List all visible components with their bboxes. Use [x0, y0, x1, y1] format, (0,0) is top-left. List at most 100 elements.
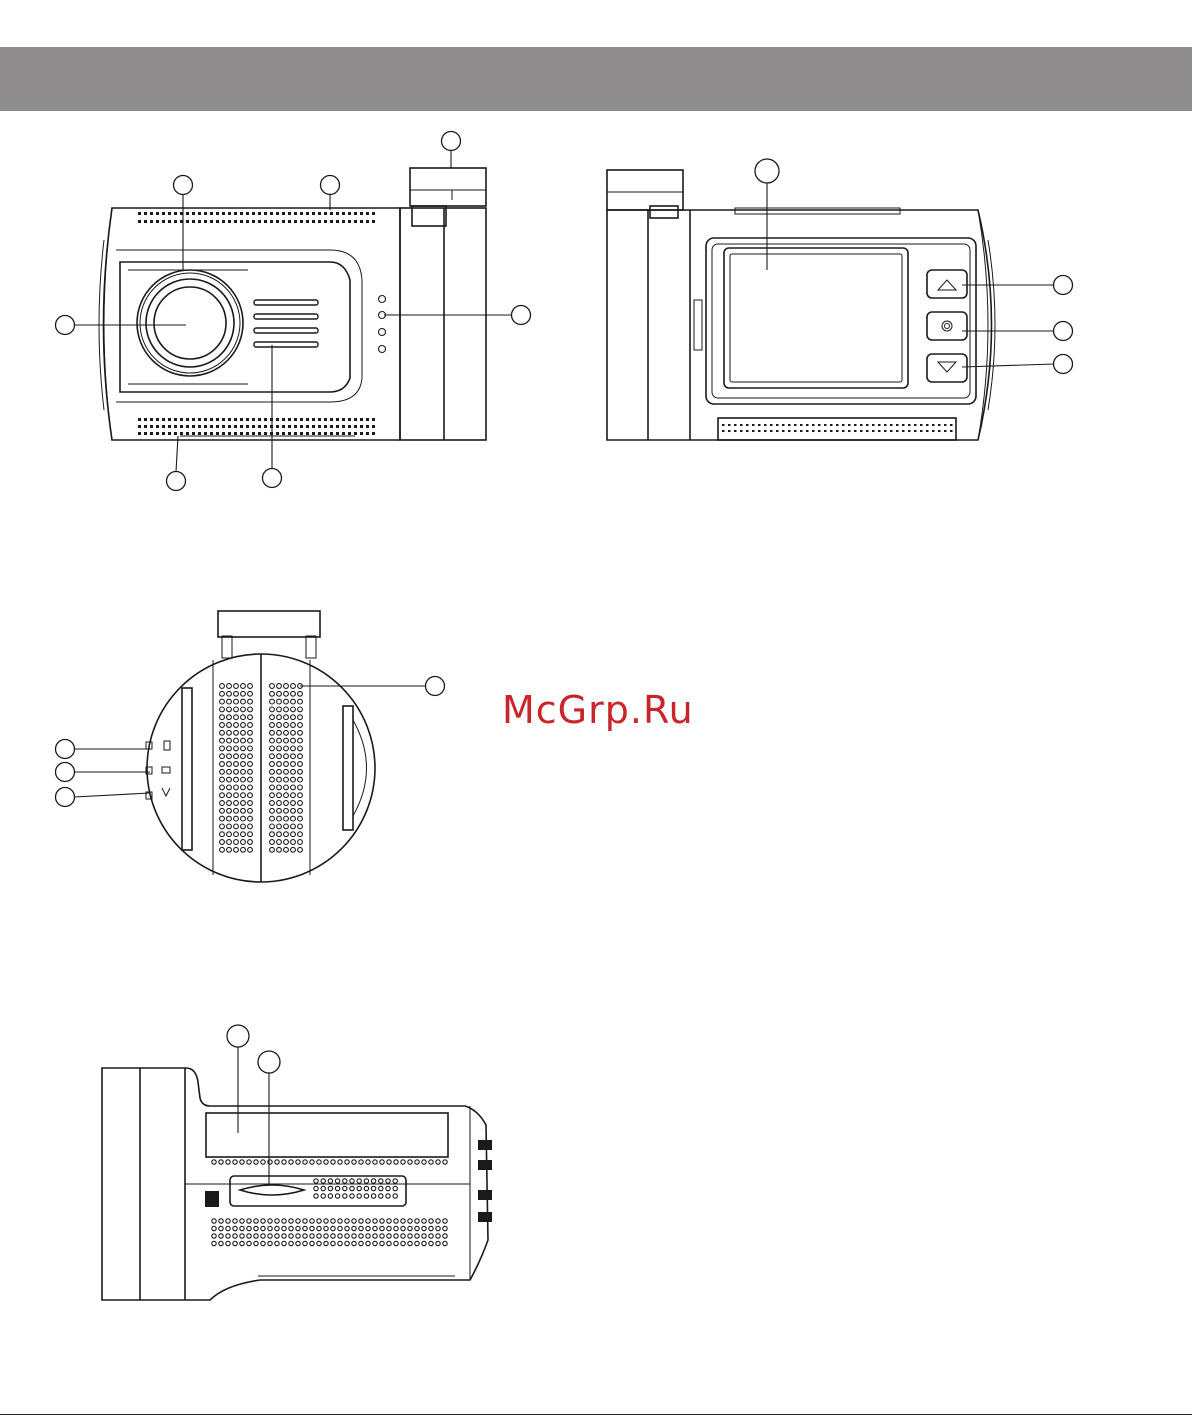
vent-hole: [364, 1179, 368, 1183]
vent-hole: [422, 1234, 426, 1238]
vent-hole: [345, 1241, 349, 1245]
vent-hole: [429, 1226, 433, 1230]
vent-hole: [310, 1219, 314, 1223]
vent-hole: [233, 1241, 237, 1245]
vent-hole: [233, 1160, 237, 1164]
vent-hole: [268, 1241, 272, 1245]
vent-hole: [303, 1160, 307, 1164]
vent-hole: [317, 1226, 321, 1230]
vent-hole: [345, 1160, 349, 1164]
vent-hole: [324, 1241, 328, 1245]
vent-hole: [338, 1219, 342, 1223]
vent-hole: [254, 1234, 258, 1238]
vent-hole: [247, 1226, 251, 1230]
vent-hole: [371, 1186, 375, 1190]
vent-hole: [357, 1179, 361, 1183]
vent-hole: [296, 1226, 300, 1230]
vent-hole: [350, 1194, 354, 1198]
vent-hole: [380, 1160, 384, 1164]
bottom-callouts: [227, 1025, 280, 1073]
vent-hole: [328, 1186, 332, 1190]
vent-hole: [275, 1241, 279, 1245]
vent-hole: [321, 1194, 325, 1198]
vent-hole: [436, 1241, 440, 1245]
vent-hole: [296, 1219, 300, 1223]
vent-hole: [343, 1179, 347, 1183]
vent-hole: [328, 1179, 332, 1183]
vent-hole: [357, 1186, 361, 1190]
vent-hole: [408, 1234, 412, 1238]
bottom-body: [102, 1068, 492, 1300]
vent-hole: [275, 1160, 279, 1164]
vent-hole: [233, 1219, 237, 1223]
vent-hole: [387, 1241, 391, 1245]
vent-hole: [219, 1234, 223, 1238]
vent-hole: [338, 1234, 342, 1238]
vent-hole: [254, 1226, 258, 1230]
vent-hole: [443, 1219, 447, 1223]
vent-hole: [317, 1241, 321, 1245]
vent-hole: [386, 1179, 390, 1183]
vent-hole: [380, 1219, 384, 1223]
vent-hole: [343, 1194, 347, 1198]
vent-hole: [289, 1241, 293, 1245]
vent-hole: [324, 1219, 328, 1223]
vent-hole: [219, 1219, 223, 1223]
vent-hole: [240, 1226, 244, 1230]
vent-hole: [303, 1241, 307, 1245]
vent-hole: [366, 1234, 370, 1238]
vent-hole: [394, 1219, 398, 1223]
vent-hole: [303, 1226, 307, 1230]
vent-hole: [359, 1234, 363, 1238]
vent-hole: [443, 1226, 447, 1230]
vent-hole: [289, 1226, 293, 1230]
vent-hole: [379, 1194, 383, 1198]
vent-hole: [352, 1226, 356, 1230]
vent-hole: [350, 1179, 354, 1183]
vent-hole: [429, 1234, 433, 1238]
vent-hole: [422, 1160, 426, 1164]
vent-hole: [422, 1241, 426, 1245]
vent-hole: [212, 1234, 216, 1238]
vent-hole: [268, 1226, 272, 1230]
vent-hole: [317, 1234, 321, 1238]
vent-hole: [310, 1226, 314, 1230]
vent-hole: [338, 1160, 342, 1164]
micro-sd-card-icon: [205, 1191, 219, 1207]
vent-hole: [324, 1234, 328, 1238]
vent-hole: [436, 1234, 440, 1238]
callout-marker: [227, 1025, 249, 1047]
footer-rule: [0, 1414, 1192, 1415]
vent-hole: [387, 1160, 391, 1164]
vent-hole: [282, 1241, 286, 1245]
vent-hole: [345, 1234, 349, 1238]
vent-hole: [379, 1186, 383, 1190]
vent-hole: [345, 1226, 349, 1230]
vent-hole: [282, 1160, 286, 1164]
vent-hole: [240, 1160, 244, 1164]
vent-hole: [366, 1241, 370, 1245]
vent-hole: [422, 1219, 426, 1223]
vent-hole: [366, 1226, 370, 1230]
vent-hole: [338, 1226, 342, 1230]
vent-hole: [343, 1186, 347, 1190]
vent-hole: [275, 1219, 279, 1223]
vent-hole: [282, 1226, 286, 1230]
vent-hole: [350, 1186, 354, 1190]
vent-hole: [226, 1160, 230, 1164]
vent-hole: [268, 1219, 272, 1223]
vent-hole: [247, 1160, 251, 1164]
vent-hole: [401, 1219, 405, 1223]
vent-hole: [226, 1219, 230, 1223]
vent-hole: [352, 1241, 356, 1245]
vent-hole: [275, 1226, 279, 1230]
vent-hole: [415, 1241, 419, 1245]
vent-hole: [401, 1234, 405, 1238]
vent-hole: [212, 1241, 216, 1245]
vent-hole: [359, 1226, 363, 1230]
vent-hole: [310, 1234, 314, 1238]
callout-marker: [258, 1051, 280, 1073]
vent-hole: [317, 1160, 321, 1164]
vent-hole: [359, 1241, 363, 1245]
vent-hole: [219, 1160, 223, 1164]
